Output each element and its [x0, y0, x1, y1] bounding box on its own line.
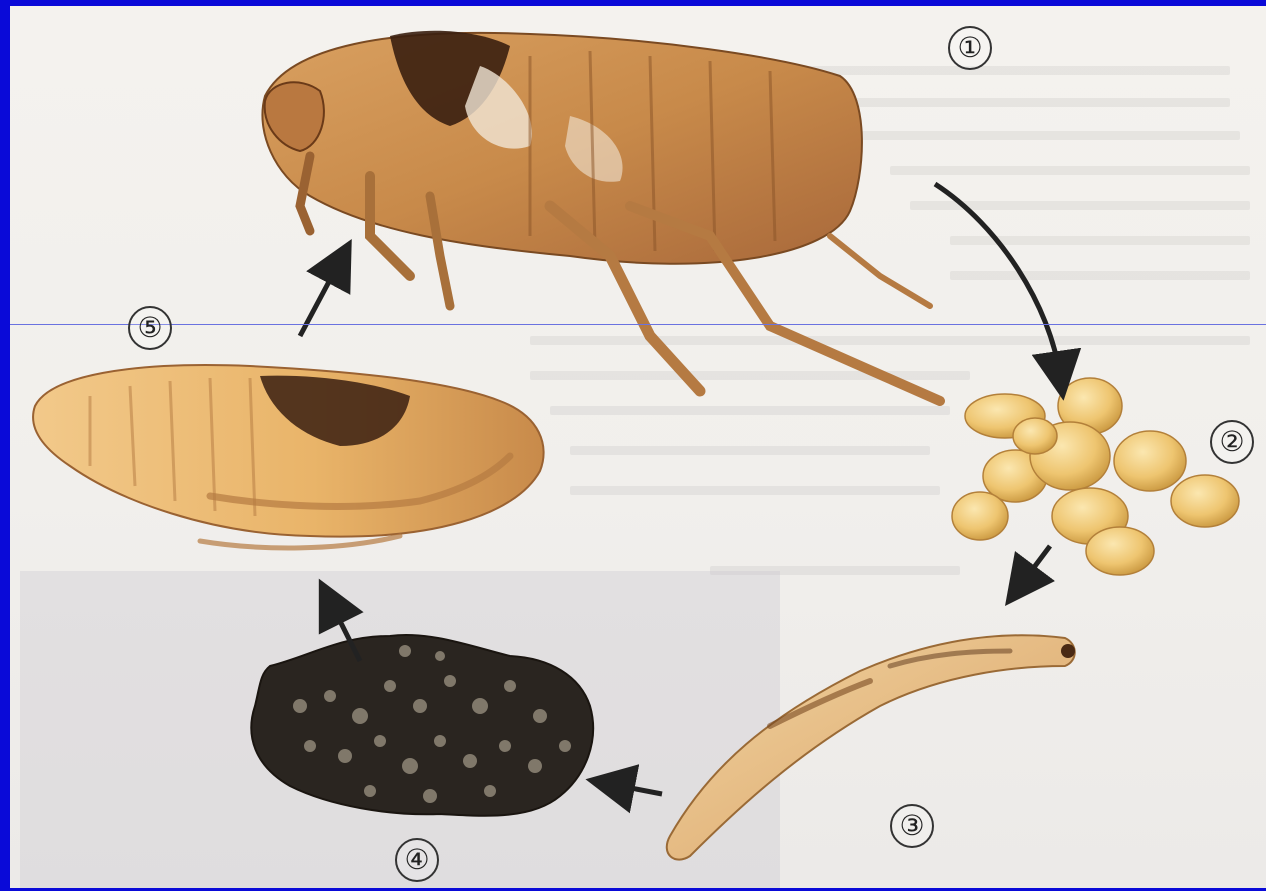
larva-icon	[667, 635, 1075, 859]
stage-label-3: ③	[890, 804, 934, 848]
stage-label-5: ⑤	[128, 306, 172, 350]
cocoon-icon	[251, 635, 593, 816]
flea-life-cycle-figure: ① ② ③ ④ ⑤	[10, 6, 1266, 888]
pupa-icon	[33, 365, 544, 548]
adult-flea-icon	[262, 31, 940, 401]
stage-label-4: ④	[395, 838, 439, 882]
slide-divider-line	[10, 324, 1266, 325]
egg-cluster-icon	[952, 378, 1239, 575]
stage-label-2: ②	[1210, 420, 1254, 464]
life-cycle-illustration	[10, 6, 1266, 888]
stage-label-1: ①	[948, 26, 992, 70]
